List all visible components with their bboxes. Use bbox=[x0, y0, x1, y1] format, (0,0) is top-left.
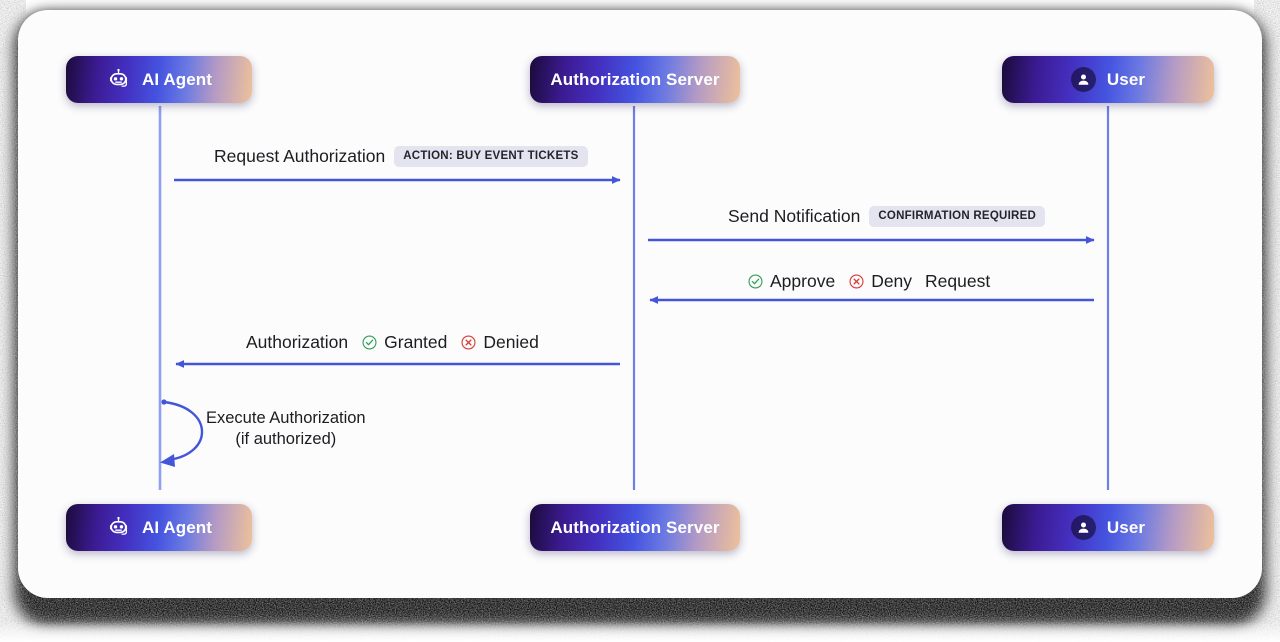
message-text-line1: Execute Authorization bbox=[206, 409, 366, 427]
participant-user-top[interactable]: User bbox=[1002, 56, 1214, 103]
robot-icon bbox=[106, 515, 131, 540]
message-text: Deny bbox=[871, 271, 913, 291]
message-execute-authorization: Execute Authorization (if authorized) bbox=[206, 408, 366, 451]
message-send-notification: Send Notification CONFIRMATION REQUIRED bbox=[728, 206, 1046, 227]
denied-token: Denied bbox=[460, 332, 539, 353]
sequence-diagram-canvas bbox=[18, 10, 1262, 598]
check-circle-icon bbox=[361, 334, 378, 351]
lifelines bbox=[158, 106, 1110, 490]
deny-token: Deny bbox=[848, 271, 912, 292]
message-text: Request Authorization bbox=[214, 146, 386, 166]
participant-ai-agent-top[interactable]: AI Agent bbox=[66, 56, 252, 103]
message-text: Approve bbox=[770, 271, 836, 291]
diagram-card: AI Agent Authorization Server User Reque… bbox=[18, 10, 1262, 598]
message-authorization-granted-denied: Authorization Granted Denied bbox=[246, 332, 539, 353]
participant-label: Authorization Server bbox=[550, 69, 720, 89]
participant-label: AI Agent bbox=[141, 69, 213, 89]
participant-label: User bbox=[1106, 69, 1146, 89]
authorization-token: Authorization bbox=[246, 332, 348, 353]
participant-user-bottom[interactable]: User bbox=[1002, 504, 1214, 551]
granted-token: Granted bbox=[361, 332, 447, 353]
check-circle-icon bbox=[747, 273, 764, 290]
self-loop-execute-authorization bbox=[160, 399, 204, 467]
participant-authorization-server-top[interactable]: Authorization Server bbox=[530, 56, 740, 103]
message-request-authorization: Request Authorization ACTION: BUY EVENT … bbox=[214, 146, 588, 167]
x-circle-icon bbox=[460, 334, 477, 351]
participant-label: AI Agent bbox=[141, 517, 213, 537]
user-icon bbox=[1070, 515, 1096, 540]
user-icon bbox=[1070, 67, 1096, 92]
message-text: Granted bbox=[384, 332, 448, 352]
robot-icon bbox=[106, 67, 131, 92]
message-approve-deny-request: Approve Deny Request bbox=[747, 271, 990, 292]
message-text: Request bbox=[925, 271, 991, 291]
message-badge: CONFIRMATION REQUIRED bbox=[869, 206, 1046, 227]
x-circle-icon bbox=[848, 273, 865, 290]
message-badge: ACTION: BUY EVENT TICKETS bbox=[394, 146, 588, 167]
participant-authorization-server-bottom[interactable]: Authorization Server bbox=[530, 504, 740, 551]
approve-token: Approve bbox=[747, 271, 835, 292]
request-token: Request bbox=[925, 271, 990, 292]
message-text-line2: (if authorized) bbox=[235, 430, 337, 449]
message-text: Denied bbox=[483, 332, 539, 352]
participant-ai-agent-bottom[interactable]: AI Agent bbox=[66, 504, 252, 551]
participant-label: User bbox=[1106, 517, 1146, 537]
message-text: Send Notification bbox=[728, 206, 861, 226]
message-text: Authorization bbox=[246, 332, 349, 352]
participant-label: Authorization Server bbox=[550, 517, 720, 537]
